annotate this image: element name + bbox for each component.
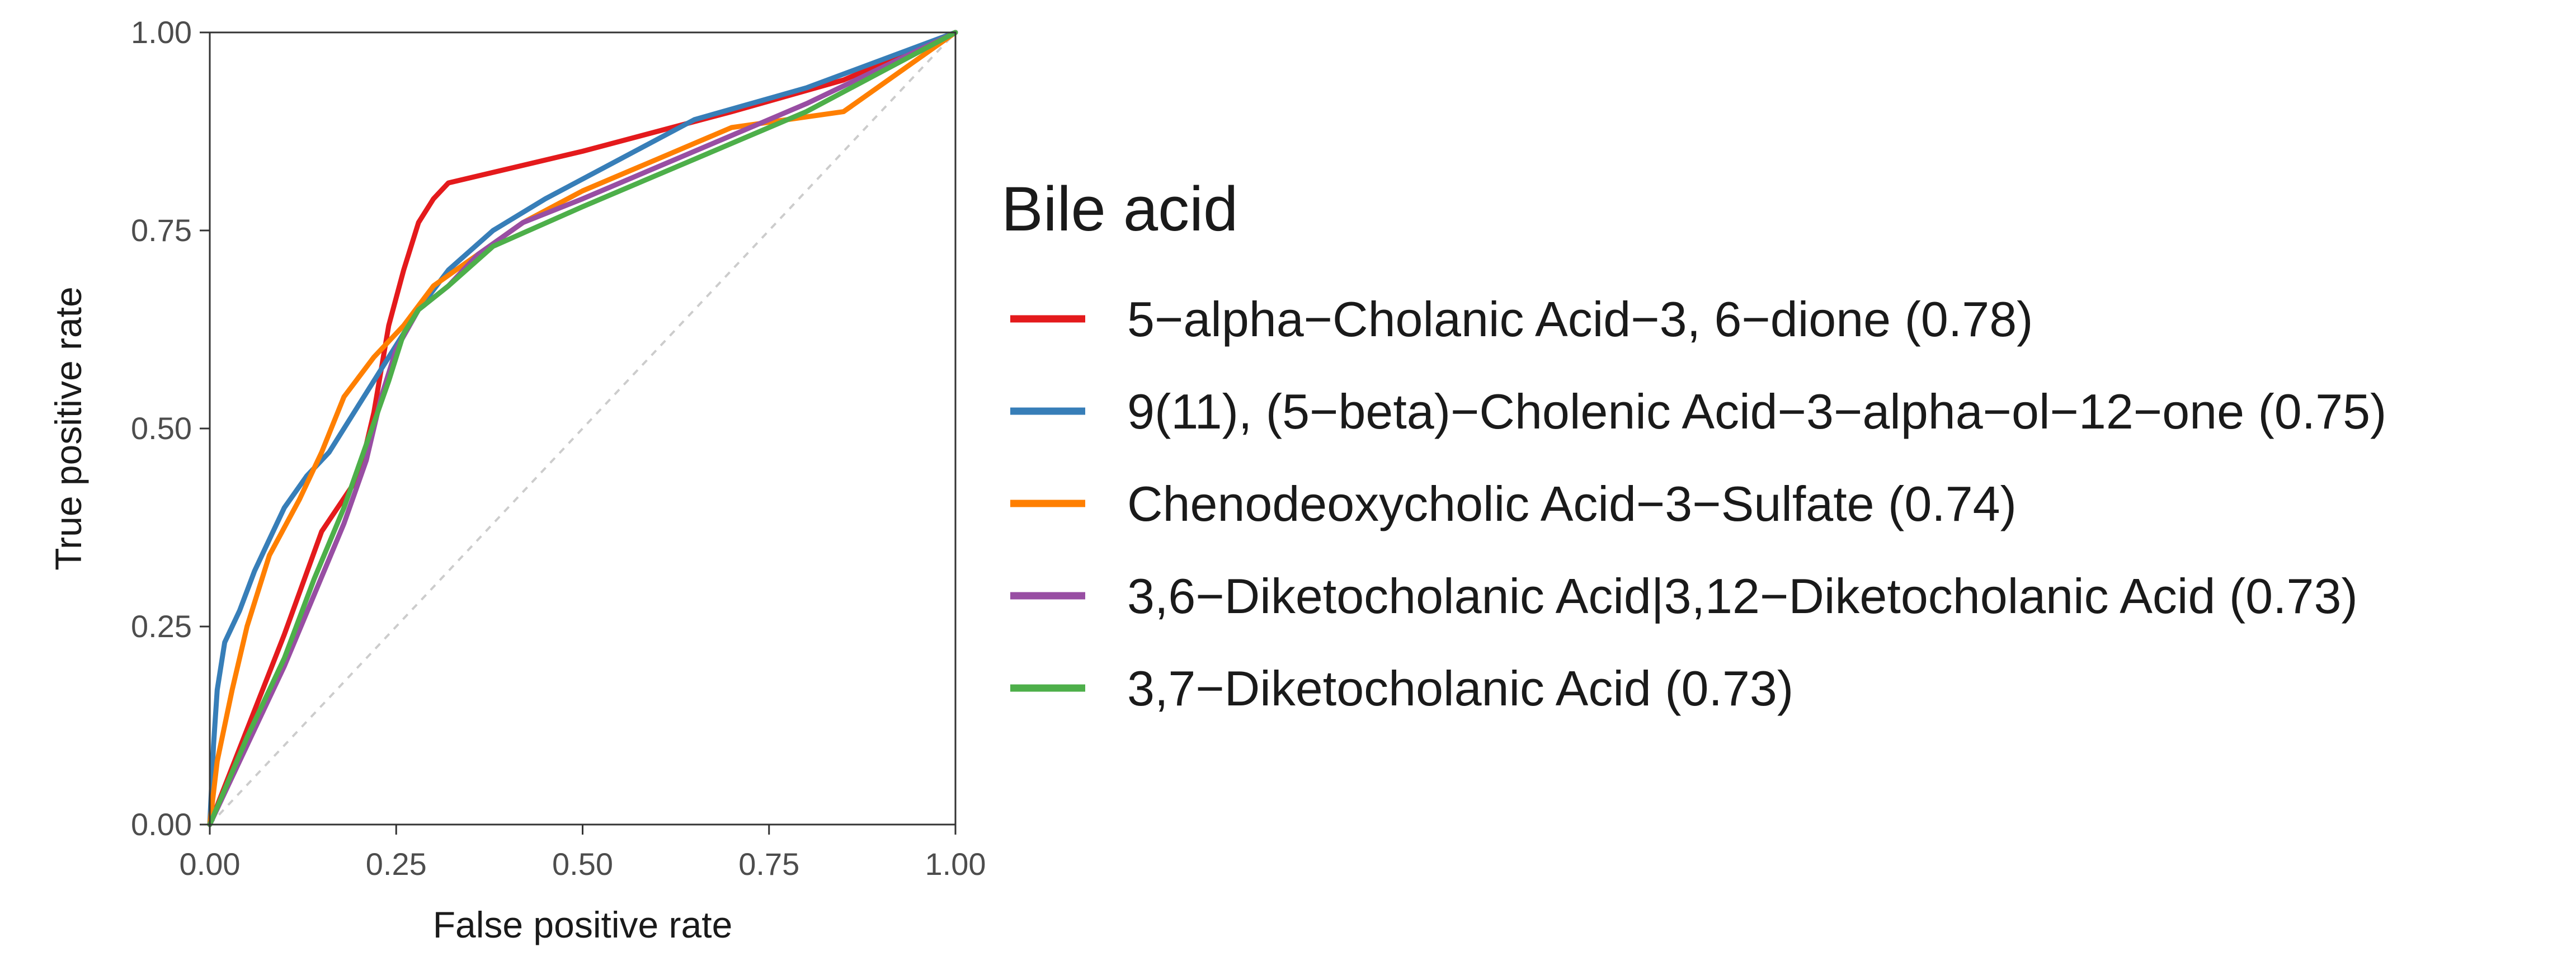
y-tick-label-4: 1.00	[131, 15, 192, 50]
plot-background	[210, 32, 955, 825]
legend-title: Bile acid	[1001, 174, 1238, 244]
plot-area: 0.00 0.25 0.50 0.75 1.00 0.00 0.25 0.50 0.75 1.00…	[48, 15, 986, 945]
x-tick-label-0: 0.00	[180, 846, 241, 882]
x-tick-label-4: 1.00	[925, 846, 986, 882]
y-tick-label-0: 0.00	[131, 807, 192, 842]
y-tick-label-2: 0.50	[131, 411, 192, 446]
legend: Bile acid 5−alpha−Cholanic Acid−3, 6−dion…	[1001, 174, 2386, 716]
series-line-2	[207, 30, 958, 827]
legend-label-0: 5−alpha−Cholanic Acid−3, 6−dione (0.78)	[1127, 291, 2033, 347]
x-tick-label-2: 0.50	[552, 846, 613, 882]
y-axis-title: True positive rate	[48, 286, 89, 570]
legend-label-4: 3,7−Diketocholanic Acid (0.73)	[1127, 661, 1793, 716]
x-axis-title: False positive rate	[433, 904, 733, 945]
legend-label-2: Chenodeoxycholic Acid−3−Sulfate (0.74)	[1127, 476, 2017, 531]
series-line-4	[207, 30, 958, 827]
y-tick-label-1: 0.25	[131, 609, 192, 644]
legend-label-3: 3,6−Diketocholanic Acid|3,12−Diketochola…	[1127, 568, 2358, 624]
y-tick-label-3: 0.75	[131, 213, 192, 248]
series-line-1	[207, 30, 958, 827]
x-tick-label-3: 0.75	[738, 846, 799, 882]
legend-label-1: 9(11), (5−beta)−Cholenic Acid−3−alpha−ol…	[1127, 384, 2386, 439]
x-tick-label-1: 0.25	[366, 846, 427, 882]
